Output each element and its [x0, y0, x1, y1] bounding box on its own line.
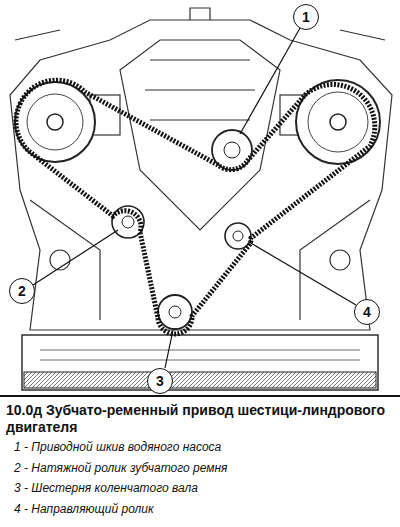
timing-belt	[16, 80, 375, 334]
engine-block	[10, 8, 392, 330]
legend-item: 3 - Шестерня коленчатого вала	[14, 481, 394, 496]
callout-number: 3	[156, 373, 164, 389]
callout-number: 1	[302, 9, 310, 25]
callout-circle: 3	[147, 368, 173, 394]
legend-item: 4 - Направляющий ролик	[14, 502, 394, 517]
callout-circle: 1	[293, 4, 319, 30]
callout-number: 2	[18, 283, 26, 299]
figure-title: 10.0д Зубчато-ременный привод шестици-ли…	[6, 402, 394, 436]
pulleys	[15, 80, 380, 329]
leader-lines	[33, 28, 356, 368]
caption-rule	[0, 395, 400, 397]
callout-circle: 4	[354, 299, 380, 325]
legend-item: 2 - Натяжной ролик зубчатого ремня	[14, 461, 394, 476]
oil-pan-lines	[40, 350, 360, 360]
oil-pan	[22, 335, 378, 390]
callout-circle: 2	[9, 278, 35, 304]
callout-number: 4	[363, 304, 371, 320]
legend-item: 1 - Приводной шкив водяного насоса	[14, 440, 394, 455]
oil-pan-ribs	[24, 372, 376, 388]
